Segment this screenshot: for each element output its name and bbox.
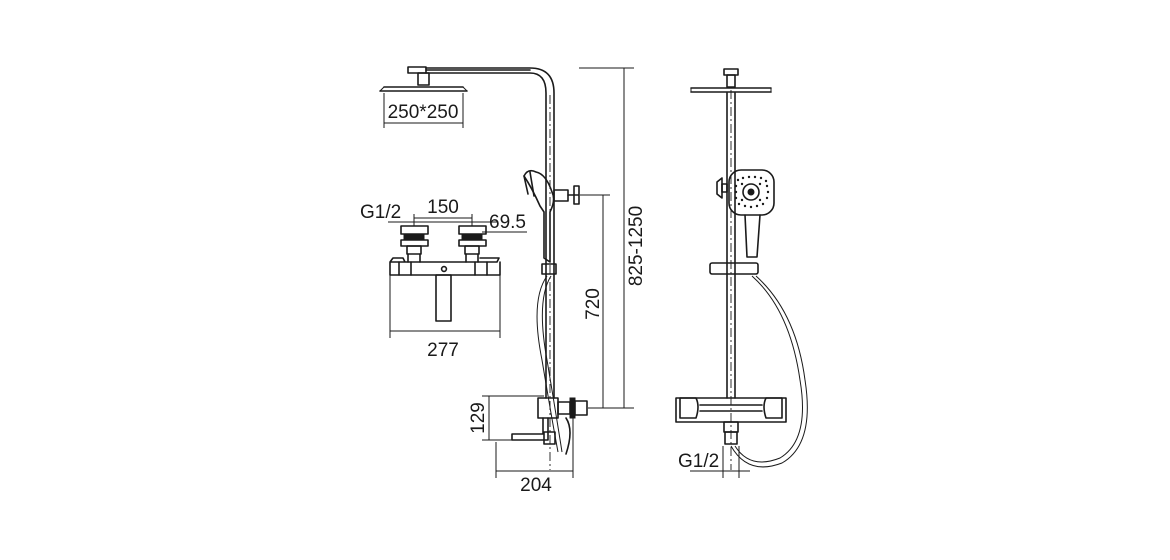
eccentric-offset-label: 69.5 <box>489 212 526 233</box>
rain-head-top-view <box>379 66 531 92</box>
mixer-width-label: 277 <box>427 340 459 361</box>
slide-height-label: 720 <box>583 288 604 320</box>
spout-projection-label: 204 <box>520 475 552 496</box>
mixer-dimensions: G1/2 150 69.5 277 <box>360 197 527 361</box>
head-size-dimension: 250*250 <box>383 93 464 128</box>
inlet-spacing-label: 150 <box>427 197 459 218</box>
total-height-label: 825-1250 <box>626 206 647 286</box>
inlet-thread-front-label: G1/2 <box>678 451 719 472</box>
side-view-dimensions: 825-1250 720 129 204 <box>468 67 647 496</box>
riser-side-view <box>425 67 588 470</box>
head-size-label: 250*250 <box>388 102 459 123</box>
mixer-top-view <box>389 225 501 338</box>
riser-front-view: G1/2 <box>675 68 808 478</box>
spout-height-label: 129 <box>468 402 489 434</box>
inlet-thread-top-label: G1/2 <box>360 202 401 223</box>
hand-shower-front <box>728 169 775 258</box>
